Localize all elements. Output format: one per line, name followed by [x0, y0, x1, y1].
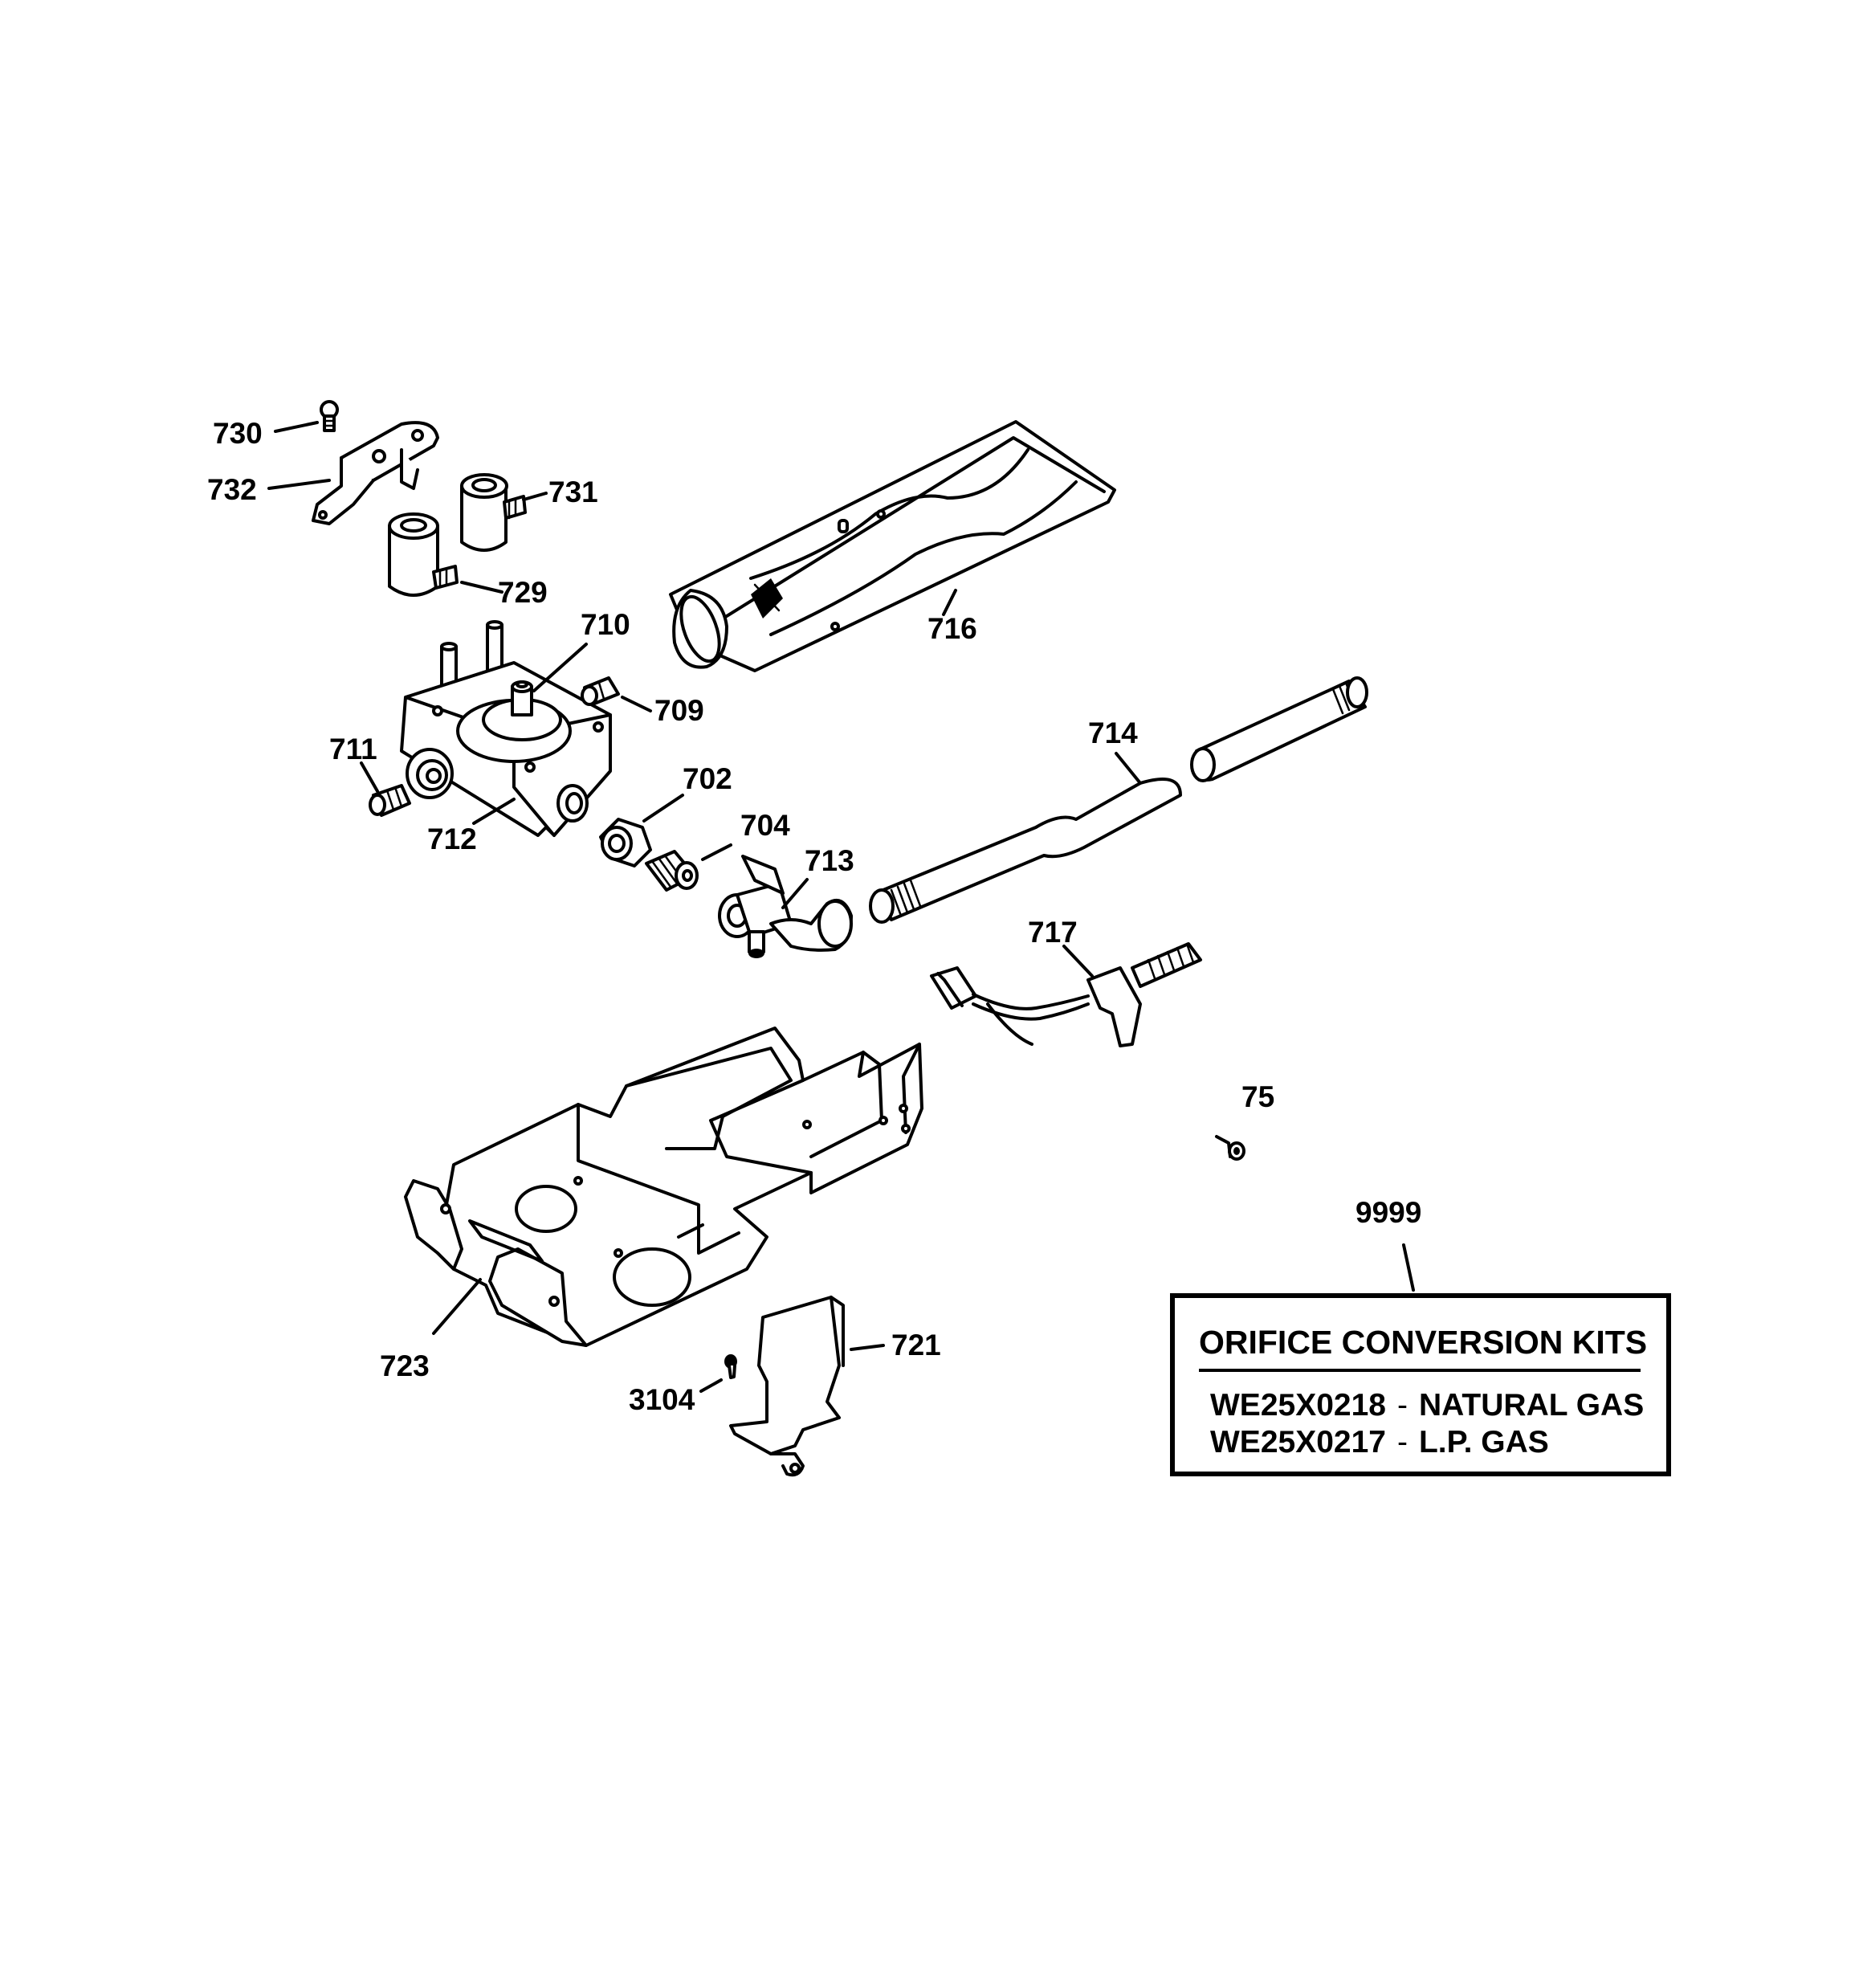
kit-part-number: WE25X0217 [1210, 1425, 1386, 1459]
part-711-fitting [369, 784, 411, 817]
kit-part-number: WE25X0218 [1210, 1388, 1386, 1423]
callout-721: 721 [891, 1329, 941, 1361]
part-709-fitting [581, 676, 620, 706]
part-3104-screw [724, 1354, 737, 1379]
part-730-screw [320, 400, 339, 432]
part-732-bracket [312, 421, 439, 525]
callout-732: 732 [207, 473, 257, 506]
callout-75: 75 [1241, 1080, 1274, 1113]
callout-713: 713 [805, 844, 854, 877]
orifice-conversion-kit-box: ORIFICE CONVERSION KITS WE25X0218-NATURA… [1170, 1293, 1671, 1476]
callout-9999: 9999 [1355, 1196, 1421, 1229]
kit-box-title: ORIFICE CONVERSION KITS [1199, 1324, 1648, 1361]
kit-gas-type: L.P. GAS [1418, 1425, 1549, 1459]
callout-labels: 730 732 731 729 710 716 709 711 702 712 … [207, 417, 1421, 1416]
leader-lines [267, 421, 1415, 1393]
callout-731: 731 [548, 476, 598, 508]
part-714-gas-tube [869, 676, 1368, 924]
kit-separator: - [1396, 1388, 1408, 1423]
part-717-igniter [930, 942, 1202, 1047]
callout-3104: 3104 [629, 1383, 695, 1416]
part-704-orifice [645, 850, 699, 892]
callout-714: 714 [1088, 716, 1138, 749]
callout-717: 717 [1028, 916, 1078, 949]
kit-row: WE25X0218-NATURAL GAS [1210, 1388, 1644, 1423]
part-75-screw [1215, 1135, 1245, 1161]
callout-710: 710 [581, 608, 630, 641]
part-716-burner [669, 420, 1116, 672]
callout-711: 711 [329, 733, 377, 765]
callout-729: 729 [498, 576, 548, 609]
callout-730: 730 [213, 417, 263, 450]
part-713-shutoff-valve [718, 855, 853, 958]
kit-gas-type: NATURAL GAS [1418, 1388, 1645, 1423]
part-723-mounting-bracket [404, 1027, 923, 1347]
part-702-nut [599, 818, 652, 867]
kit-box-title-underline [1199, 1369, 1641, 1372]
part-731-coil [460, 473, 527, 552]
callout-716: 716 [927, 612, 977, 645]
part-729-coil [388, 512, 459, 597]
kit-row: WE25X0217-L.P. GAS [1210, 1425, 1549, 1460]
callout-712: 712 [427, 823, 477, 855]
callout-709: 709 [654, 694, 704, 727]
callout-702: 702 [683, 762, 732, 795]
kit-separator: - [1396, 1425, 1408, 1459]
callout-704: 704 [740, 809, 790, 842]
part-710-valve [400, 620, 612, 837]
callout-723: 723 [380, 1349, 430, 1382]
part-721-bracket [729, 1296, 845, 1477]
